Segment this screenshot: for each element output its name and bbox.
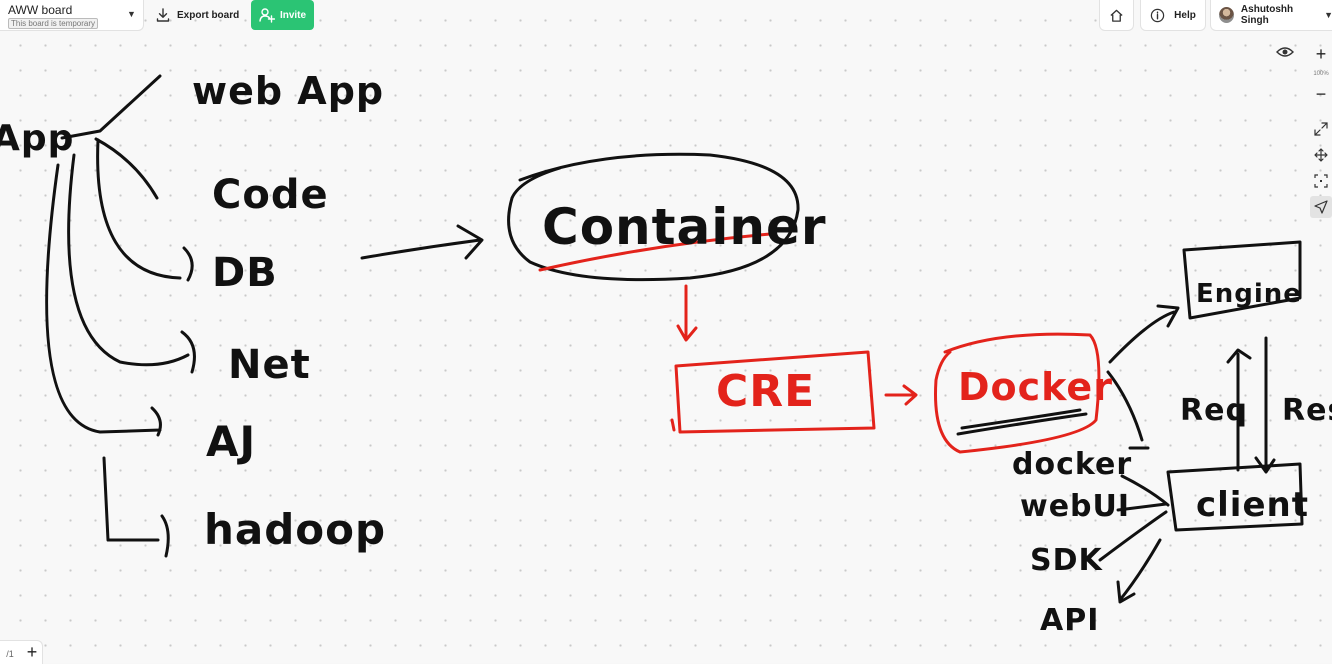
user-menu[interactable]: Ashutoshh Singh ▼ bbox=[1210, 0, 1332, 31]
chevron-down-icon: ▼ bbox=[1324, 10, 1332, 20]
fullscreen-button[interactable] bbox=[1310, 118, 1332, 140]
user-name: Ashutoshh Singh bbox=[1240, 4, 1294, 26]
client-box bbox=[1166, 462, 1304, 532]
engine-box bbox=[1182, 240, 1302, 320]
avatar bbox=[1219, 7, 1234, 23]
label-code: Code bbox=[212, 172, 329, 218]
label-db: DB bbox=[212, 250, 278, 296]
stroke-to-code bbox=[94, 137, 159, 200]
label-req: Req bbox=[1180, 393, 1248, 428]
stroke-sdk-to-client-input bbox=[1098, 510, 1168, 562]
stroke-docker-to-client bbox=[1106, 370, 1150, 450]
zoom-level: 100% bbox=[1313, 71, 1329, 77]
eye-icon[interactable] bbox=[1276, 45, 1294, 59]
label-hadoop: hadoop bbox=[204, 505, 386, 554]
container-underline bbox=[538, 232, 772, 272]
label-aj: AJ bbox=[206, 417, 256, 466]
cre-box bbox=[670, 350, 876, 434]
label-docker: Docker bbox=[958, 365, 1113, 409]
label-net: Net bbox=[228, 342, 311, 388]
stroke-docker-to-client-input bbox=[1120, 474, 1170, 507]
docker-underline bbox=[956, 408, 1088, 436]
stroke-res-arrow bbox=[1254, 336, 1276, 474]
label-container: Container bbox=[542, 198, 827, 256]
page-controls bbox=[0, 640, 43, 664]
info-icon bbox=[1150, 8, 1165, 22]
page-indicator[interactable]: /1 bbox=[6, 649, 14, 659]
label-engine: Engine bbox=[1196, 279, 1302, 309]
export-board-label: Export board bbox=[177, 9, 240, 21]
help-button[interactable]: Help bbox=[1140, 0, 1206, 31]
stroke-cre-to-docker bbox=[884, 384, 918, 406]
help-label: Help bbox=[1174, 9, 1196, 21]
label-sdk-input: SDK bbox=[1030, 543, 1104, 578]
add-user-icon bbox=[259, 8, 275, 23]
pointer-tool-button[interactable] bbox=[1310, 196, 1332, 218]
fit-screen-icon bbox=[1314, 174, 1328, 188]
chevron-down-icon: ▼ bbox=[127, 9, 136, 19]
export-board-button[interactable]: Export board bbox=[146, 2, 242, 28]
stroke-to-aj bbox=[45, 163, 162, 437]
expand-icon bbox=[1314, 122, 1328, 136]
move-icon bbox=[1314, 148, 1328, 162]
label-app: App bbox=[0, 118, 74, 159]
label-webui-input: webUI bbox=[1020, 489, 1130, 524]
pointer-icon bbox=[1314, 200, 1328, 214]
stroke-webui-to-client-input bbox=[1116, 502, 1168, 512]
stroke-req-arrow bbox=[1226, 348, 1252, 472]
label-res: Res bbox=[1282, 393, 1332, 428]
stroke-client-to-api bbox=[1116, 538, 1162, 604]
stroke-to-hadoop bbox=[102, 456, 170, 558]
stroke-to-db bbox=[96, 138, 194, 282]
label-docker-input: docker bbox=[1012, 447, 1132, 482]
docker-box bbox=[934, 332, 1101, 454]
zoom-in-button[interactable]: + bbox=[1315, 43, 1327, 64]
invite-label: Invite bbox=[279, 9, 307, 21]
fit-screen-button[interactable] bbox=[1310, 170, 1332, 192]
pan-button[interactable] bbox=[1310, 144, 1332, 166]
label-client: client bbox=[1196, 485, 1309, 525]
add-page-button[interactable]: + bbox=[26, 642, 38, 662]
label-cre: CRE bbox=[716, 366, 815, 417]
stroke-to-net bbox=[67, 153, 196, 374]
home-button[interactable] bbox=[1099, 0, 1134, 31]
stroke-container-to-cre bbox=[676, 284, 698, 342]
zoom-out-button[interactable]: − bbox=[1315, 83, 1327, 104]
home-icon bbox=[1110, 9, 1123, 22]
invite-button[interactable]: Invite bbox=[251, 0, 314, 30]
stroke-docker-to-engine bbox=[1108, 304, 1180, 364]
container-ellipse bbox=[507, 152, 800, 282]
board-title-dropdown[interactable]: AWW board This board is temporary ▼ bbox=[0, 0, 144, 31]
stroke-root-to-webapp bbox=[60, 74, 162, 140]
label-web-app: web App bbox=[192, 69, 384, 113]
board-name: AWW board bbox=[8, 3, 73, 17]
label-api-input: API bbox=[1040, 603, 1099, 638]
download-icon bbox=[156, 8, 170, 22]
board-temporary-badge: This board is temporary bbox=[8, 18, 99, 29]
stroke-arrow-to-container bbox=[360, 224, 484, 260]
